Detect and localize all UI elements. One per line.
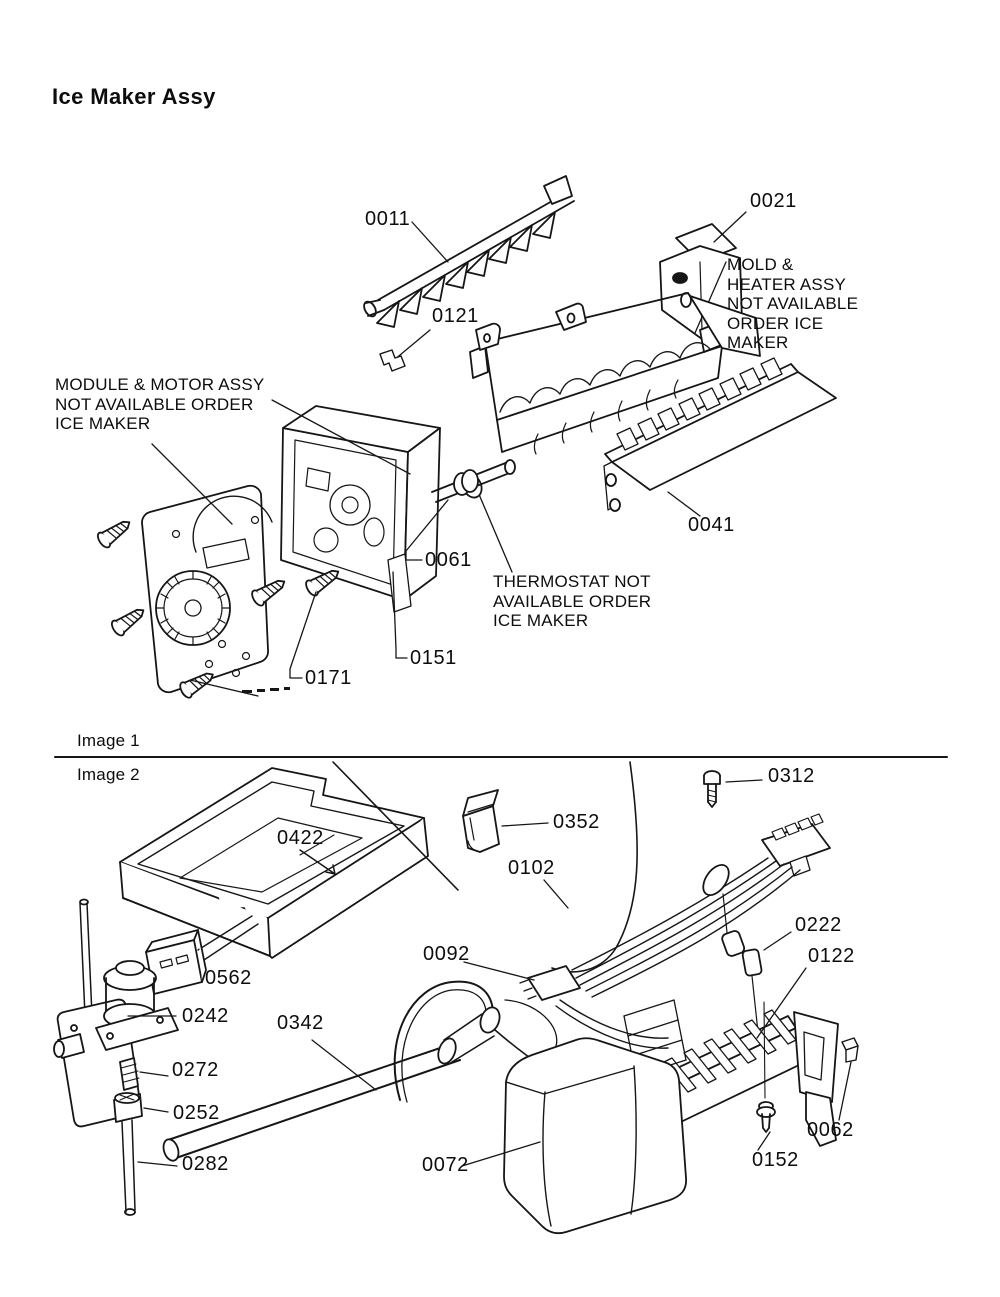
part-label-0242: 0242: [182, 1005, 229, 1027]
image1-section-label: Image 1: [77, 731, 140, 750]
image1-leader-lines: [151, 329, 449, 697]
screw-0312-drawing: [703, 770, 721, 808]
screw-0152-drawing: [756, 1001, 776, 1133]
heater-loop-drawing: [393, 980, 583, 1103]
ejector-rake-drawing: [363, 175, 575, 328]
part-label-0102: 0102: [508, 857, 555, 879]
image2-section-label: Image 2: [77, 765, 140, 784]
part-label-0282: 0282: [182, 1153, 229, 1175]
harness-drawing: [519, 813, 831, 1049]
page-title: Ice Maker Assy: [52, 84, 216, 109]
part-label-0272: 0272: [172, 1059, 219, 1081]
part-label-0252: 0252: [173, 1102, 220, 1124]
note-line: AVAILABLE ORDER: [493, 591, 652, 611]
part-label-0152: 0152: [752, 1149, 799, 1171]
part-label-0041: 0041: [688, 514, 735, 536]
part-label-0422: 0422: [277, 827, 324, 849]
part-label-0352: 0352: [553, 811, 600, 833]
clip-0121-drawing: [379, 349, 406, 372]
retainer-0352-drawing: [462, 789, 500, 853]
mold-body-drawing: [461, 292, 761, 573]
ice-bin-drawing: [119, 767, 429, 961]
part-label-0342: 0342: [277, 1012, 324, 1034]
note-line: NOT AVAILABLE: [727, 294, 859, 313]
part-label-0092: 0092: [423, 943, 470, 965]
clipped-partial-label: [242, 687, 290, 693]
clip-0062-drawing: [841, 1037, 859, 1063]
note-line: NOT AVAILABLE ORDER: [55, 394, 254, 414]
part-label-0072: 0072: [422, 1154, 469, 1176]
water-line-drawing: [332, 761, 638, 973]
wire-clips-drawing: [721, 930, 763, 1033]
part-label-0312: 0312: [768, 765, 815, 787]
module-motor-drawing: [94, 405, 516, 701]
part-label-0151: 0151: [410, 647, 457, 669]
note-line: HEATER ASSY: [727, 274, 847, 294]
part-label-0171: 0171: [305, 667, 352, 689]
cutter-grid-drawing: [603, 357, 837, 517]
image2-leader-lines: [127, 779, 852, 1167]
note-line: ORDER ICE: [727, 313, 824, 333]
water-valve-drawing: [53, 898, 179, 1216]
part-label-0011: 0011: [365, 208, 411, 230]
wire-connector-0562-drawing: [145, 929, 207, 995]
note-line: ICE MAKER: [493, 611, 589, 630]
part-label-0562: 0562: [205, 967, 252, 989]
part-label-0021: 0021: [750, 190, 797, 212]
note-line: MOLD &: [727, 255, 794, 274]
note-line: MAKER: [727, 333, 789, 352]
fill-tube-drawing: [162, 1043, 461, 1162]
part-label-0122: 0122: [808, 945, 855, 967]
note-line: THERMOSTAT NOT: [493, 572, 651, 591]
part-label-0121: 0121: [432, 305, 479, 327]
cover-0072-drawing: [503, 1037, 687, 1235]
part-label-0222: 0222: [795, 914, 842, 936]
part-label-0062: 0062: [807, 1119, 854, 1141]
note-line: ICE MAKER: [55, 414, 151, 433]
part-label-0061: 0061: [425, 549, 472, 571]
note-line: MODULE & MOTOR ASSY: [55, 375, 265, 394]
